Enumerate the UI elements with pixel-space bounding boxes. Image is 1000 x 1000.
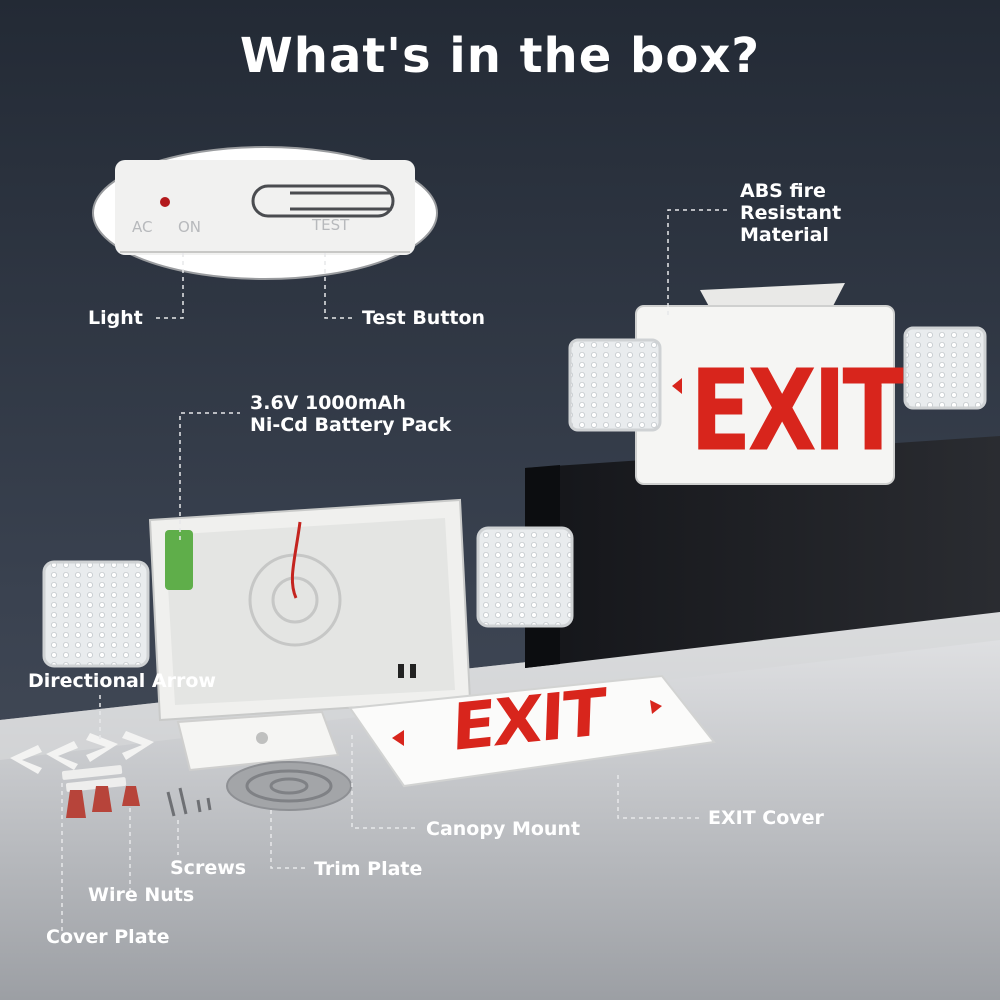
callout-cover-plate: Cover Plate [46,926,170,948]
callout-trim-plate: Trim Plate [314,858,423,880]
trim-plate [226,761,352,811]
callout-screws: Screws [170,857,247,879]
wire-nuts [66,786,140,818]
leader-lines [61,209,728,935]
callout-canopy-mount: Canopy Mount [426,818,581,840]
callout-light: Light [88,307,143,329]
page-title: What's in the box? [239,28,761,84]
callout-wire-nuts: Wire Nuts [88,884,195,906]
right-lamp-head [903,326,987,410]
callout-test-button: Test Button [362,307,486,329]
callout-abs-line1: ABS fire [740,180,826,202]
callout-battery-line2: Ni-Cd Battery Pack [250,414,452,436]
panel-zoom-callout [92,146,438,280]
ac-label: AC [132,218,153,236]
directional-arrow-pieces [10,731,154,774]
on-label: ON [178,218,202,236]
test-button-slot [251,184,395,218]
left-lamp-head [568,338,662,432]
open-housing [42,498,574,722]
callout-battery-line1: 3.6V 1000mAh [250,392,406,414]
callout-directional-arrow: Directional Arrow [28,670,216,692]
exit-sign-word: EXIT [690,345,904,477]
canopy-mount [176,710,340,772]
callout-abs-line3: Material [740,224,829,246]
left-lamp-head-open [42,560,150,668]
indicator-led-icon [160,197,170,207]
screws [166,787,212,817]
test-label: TEST [312,216,350,234]
cover-plate-parts [61,765,127,792]
right-lamp-head-open [476,526,574,628]
callout-abs-line2: Resistant [740,202,842,224]
battery-pack [165,530,193,590]
callout-exit-cover: EXIT Cover [708,807,824,829]
exit-cover-panel [348,674,716,788]
assembled-exit-sign [568,283,987,485]
